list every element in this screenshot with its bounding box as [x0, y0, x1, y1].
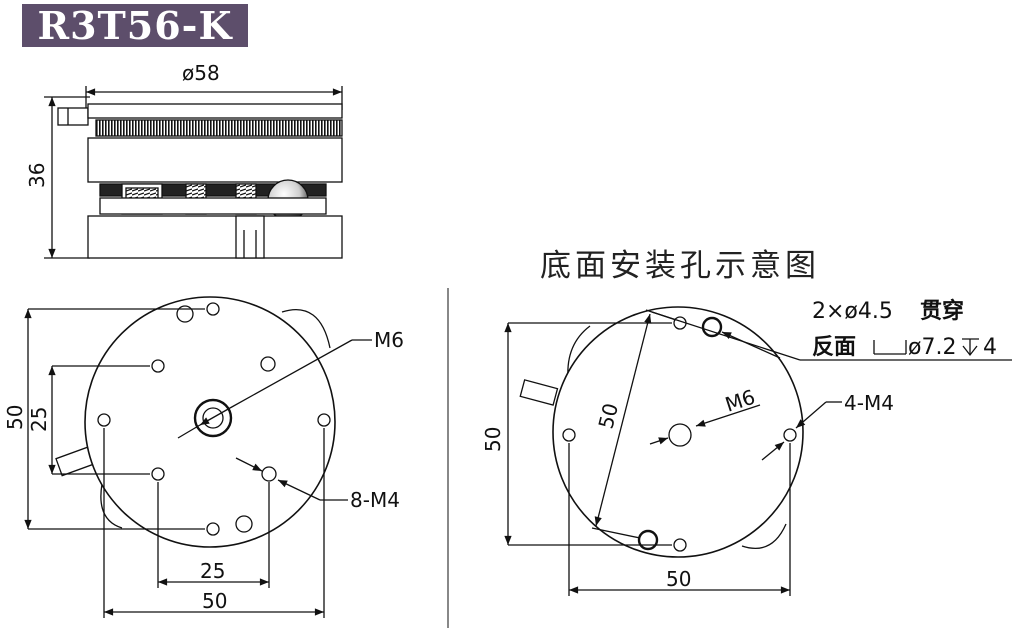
bottom-view-caption: 底面安装孔示意图 — [540, 248, 820, 284]
bottom-note-counterbore: ø7.2 — [908, 335, 956, 360]
bottom-view — [504, 306, 1012, 596]
top-label-center-thread: M6 — [374, 328, 404, 352]
bottom-dim-diagonal: 50 — [594, 401, 623, 432]
top-view — [24, 296, 372, 618]
top-dim-width-outer: 50 — [202, 589, 227, 613]
bottom-dim-height: 50 — [481, 427, 505, 452]
bottom-note-through: 贯穿 — [920, 298, 964, 324]
bottom-note-diameter: 2×ø4.5 — [812, 299, 893, 324]
top-dim-width-inner: 25 — [200, 559, 225, 583]
side-view — [44, 86, 343, 259]
bottom-note-reverse: 反面 — [812, 335, 856, 360]
bottom-label-holes: 4-M4 — [844, 391, 894, 415]
top-dim-height-outer: 50 — [3, 405, 27, 430]
model-badge: R3T56-K — [22, 4, 248, 47]
bottom-note-depth: 4 — [983, 335, 997, 360]
top-label-holes: 8-M4 — [350, 488, 400, 512]
top-dim-height-inner: 25 — [27, 407, 51, 432]
bottom-dim-width: 50 — [666, 567, 691, 591]
side-dim-diameter: ø58 — [182, 61, 220, 85]
side-dim-height: 36 — [25, 163, 49, 188]
model-badge-text: R3T56-K — [37, 3, 233, 48]
